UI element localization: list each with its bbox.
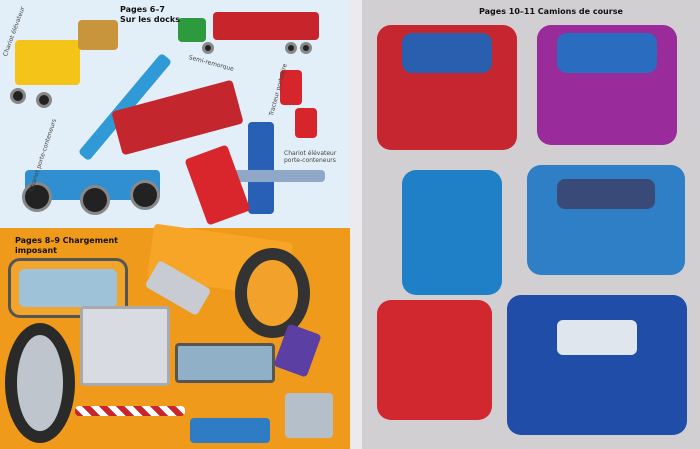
wheel [80, 185, 110, 215]
racing-truck-navy [507, 295, 687, 435]
light-bar-sticker [190, 418, 270, 443]
wheel [22, 182, 52, 212]
cab-windshield-sticker [8, 258, 128, 318]
title-line: Pages 6–7 [120, 5, 165, 14]
windshield-glass [19, 269, 117, 307]
label-container-forklift: Chariot élévateur porte-conteneurs [284, 150, 337, 164]
crate [78, 20, 118, 50]
page-gutter [350, 0, 362, 449]
racing-truck-red [377, 25, 517, 150]
windshield [557, 33, 657, 73]
forklift-sticker [15, 40, 80, 85]
title-line: Sur les docks [120, 15, 180, 24]
blue-container [248, 122, 274, 214]
fuel-tank-sticker [285, 393, 333, 438]
windshield-sticker [175, 343, 275, 383]
wheel [10, 88, 26, 104]
semi-truck-cab [178, 18, 206, 42]
semi-trailer [213, 12, 319, 40]
wheel [36, 92, 52, 108]
wheel [202, 42, 214, 54]
wheel [130, 180, 160, 210]
label-semi-trailer: Semi-remorque [187, 54, 235, 73]
title-line: Pages 8–9 Chargement [15, 236, 119, 245]
racing-truck-blue-side [402, 170, 502, 295]
wheel [300, 42, 312, 54]
sticker-sheet-racing-trucks: Pages 10–11 Camions de course [362, 0, 700, 449]
truck-wheel-sticker [5, 323, 75, 443]
container-forklift-sticker [184, 144, 251, 226]
section-title: Pages 10–11 Camions de course [479, 7, 623, 16]
windshield [557, 320, 637, 355]
big-tire-sticker [235, 248, 310, 338]
windshield [402, 33, 492, 73]
racing-truck-light-blue [527, 165, 685, 275]
container-forklift-boom [215, 170, 325, 182]
warning-stripe-sticker [75, 406, 185, 416]
windshield [557, 179, 655, 209]
racing-truck-red-side [377, 300, 492, 420]
racing-truck-purple [537, 25, 677, 145]
title-line: imposant [15, 246, 57, 255]
port-tractor-sticker [280, 70, 302, 105]
port-tractor-rear [295, 108, 317, 138]
wheel [285, 42, 297, 54]
chrome-grille-sticker [80, 306, 170, 386]
